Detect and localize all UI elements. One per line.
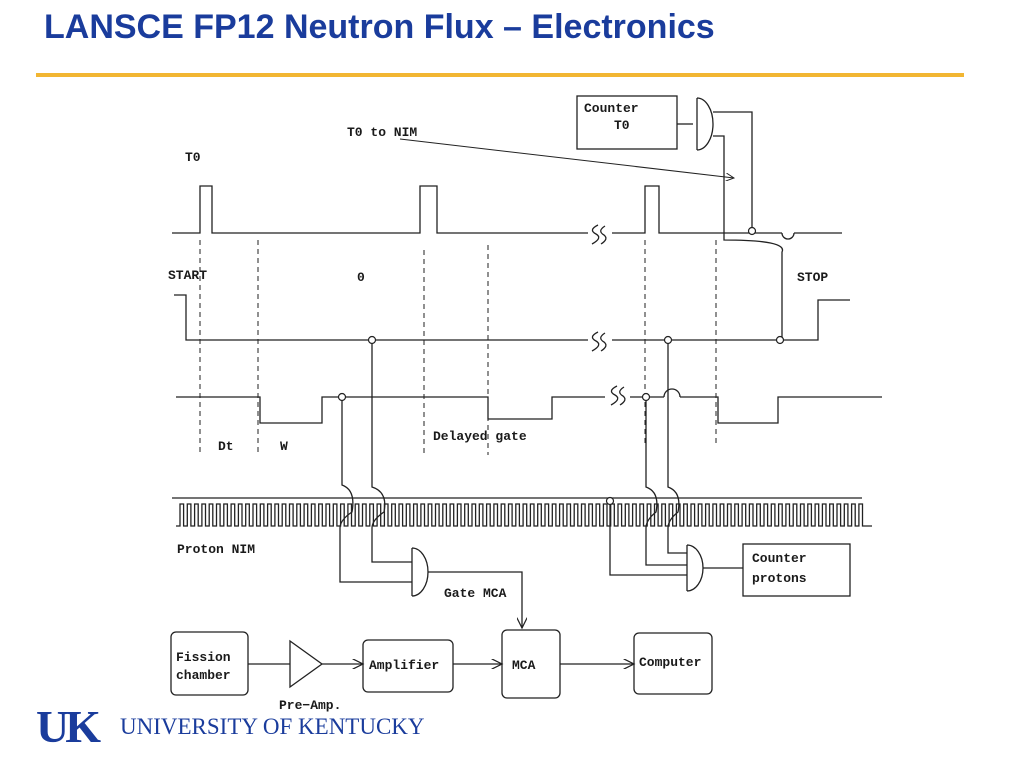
counter-protons-label: Counter xyxy=(752,551,807,566)
junction-dot-icon xyxy=(747,226,757,236)
junction-dot-icon xyxy=(641,392,651,402)
amplifier-box xyxy=(362,639,454,693)
junction-dot-icon xyxy=(337,392,347,402)
junction-dot-icon xyxy=(367,335,377,345)
stop-label: STOP xyxy=(797,270,828,285)
t0-to-nim-arrow xyxy=(399,138,734,178)
title-underline xyxy=(36,73,964,77)
counter-t0-box xyxy=(576,95,678,150)
counter-protons-label: protons xyxy=(752,571,807,586)
mca-label: MCA xyxy=(512,658,536,673)
gate-mca-label: Gate MCA xyxy=(444,586,507,601)
university-name: UNIVERSITY OF KENTUCKY xyxy=(120,714,425,739)
t0-label: T0 xyxy=(185,150,201,165)
break-mark-icon xyxy=(591,224,607,245)
junction-dot-icon xyxy=(605,496,615,506)
start-stop-line xyxy=(174,294,850,341)
delayed-gate-line xyxy=(176,396,882,424)
and-gate-icon xyxy=(696,97,714,151)
break-mark-icon xyxy=(610,385,626,406)
t0-crossover xyxy=(781,232,795,240)
pre-amp-label: Pre−Amp. xyxy=(279,698,341,713)
w-label: W xyxy=(280,439,288,454)
and-gate-icon xyxy=(686,544,704,592)
proton-nim-label: Proton NIM xyxy=(177,542,255,557)
counter-t0-label: T0 xyxy=(614,118,630,133)
computer-box xyxy=(633,632,713,695)
t0-signal-line xyxy=(172,185,842,234)
delayed-gate-label: Delayed gate xyxy=(433,429,527,444)
zero-label: 0 xyxy=(357,270,365,285)
and-gate-icon xyxy=(411,547,429,597)
amplifier-label: Amplifier xyxy=(369,658,439,673)
junction-dot-icon xyxy=(775,335,785,345)
t0-to-nim-label: T0 to NIM xyxy=(347,125,417,140)
break-mark-icon xyxy=(591,331,607,352)
fission-chamber-label: chamber xyxy=(176,668,231,683)
dt-label: Dt xyxy=(218,439,234,454)
proton-pulse-train xyxy=(176,503,872,527)
start-label: START xyxy=(168,268,207,283)
amplifier-triangle-icon xyxy=(289,639,324,689)
counter-protons-box xyxy=(742,543,851,597)
fission-chamber-label: Fission xyxy=(176,650,231,665)
page-title: LANSCE FP12 Neutron Flux – Electronics xyxy=(44,8,715,46)
uk-logo-mark: UK xyxy=(36,701,101,752)
counter-t0-label: Counter xyxy=(584,101,639,116)
gate-line-crossover xyxy=(663,388,681,398)
junction-dot-icon xyxy=(663,335,673,345)
computer-label: Computer xyxy=(639,655,701,670)
